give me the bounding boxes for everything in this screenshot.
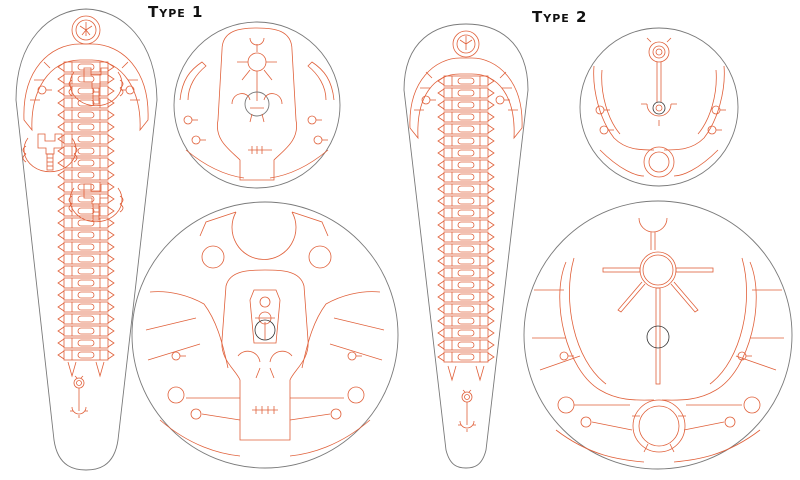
type1-label-text: Type 1 (148, 3, 204, 21)
type2-label: Type 2 (532, 8, 587, 26)
t1-small-round (173, 21, 341, 189)
t2-long-shield (403, 23, 529, 469)
t2-large-round (523, 200, 793, 470)
clamp-glyph (22, 133, 78, 173)
type2-label-text: Type 2 (532, 8, 588, 26)
t1-long-shield (15, 8, 158, 471)
t1-large-round (131, 201, 399, 469)
type1-label: Type 1 (148, 3, 203, 21)
t2-small-round (579, 27, 739, 187)
